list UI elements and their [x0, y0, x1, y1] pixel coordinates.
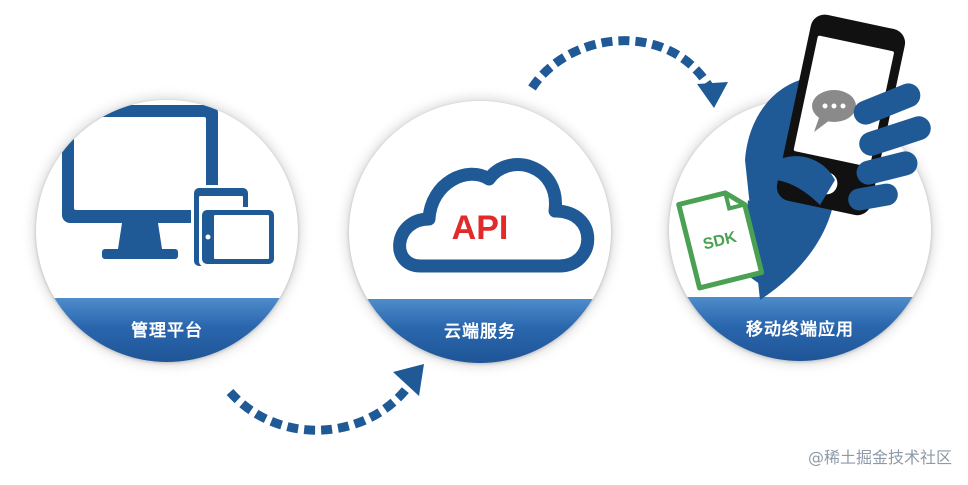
step-label: 移动终端应用 — [746, 320, 854, 340]
step-label-band: 管理平台 — [36, 298, 298, 362]
step-label: 云端服务 — [444, 322, 516, 342]
step-cloud-service: API 云端服务 — [349, 101, 611, 363]
desktop-tablet-icon — [62, 105, 277, 269]
step-management-platform: 管理平台 — [36, 100, 298, 362]
cloud-icon: API — [393, 158, 595, 273]
step-label-band: 云端服务 — [349, 299, 611, 363]
chat-bubble-icon — [812, 90, 856, 132]
step-label: 管理平台 — [131, 321, 203, 341]
api-label: API — [452, 209, 509, 247]
watermark: @稀土掘金技术社区 — [807, 448, 952, 467]
step-label-band: 移动终端应用 — [669, 297, 931, 361]
arrow-cloud-to-mobile — [528, 36, 728, 108]
sdk-document-icon: SDK — [676, 190, 765, 291]
arrow-platform-to-cloud — [226, 364, 424, 435]
